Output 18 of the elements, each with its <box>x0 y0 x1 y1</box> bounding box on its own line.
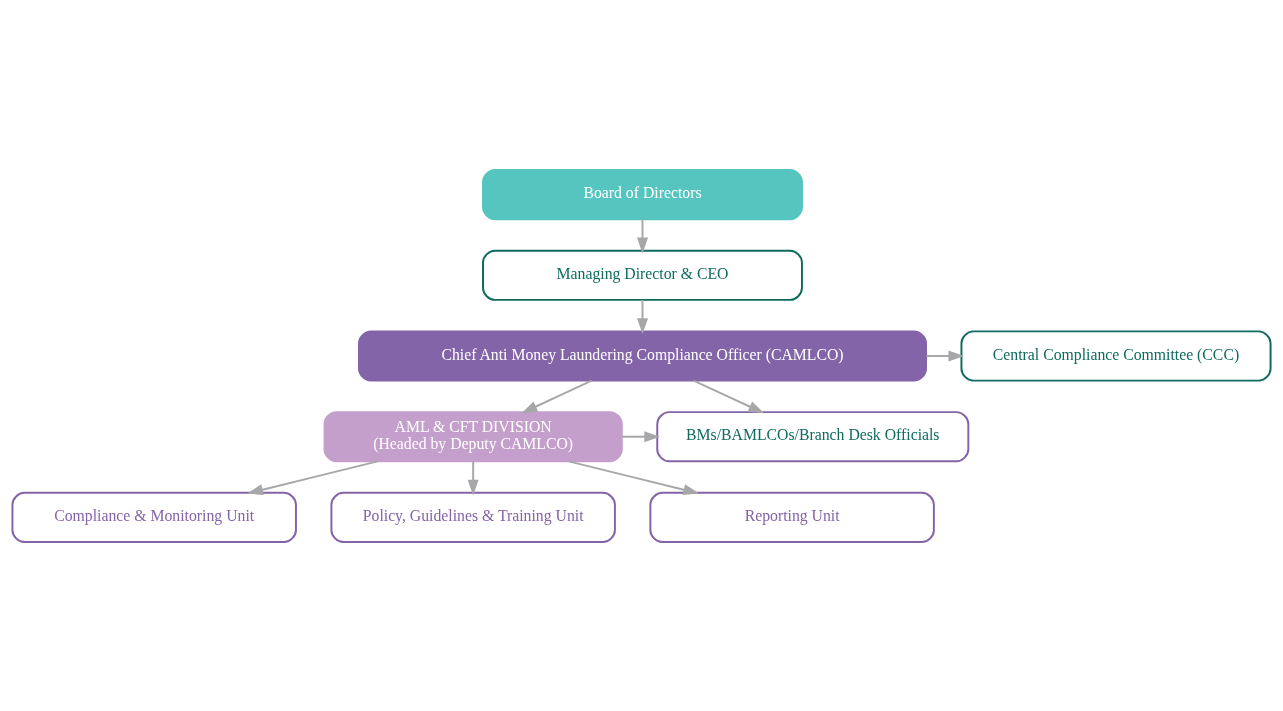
node-box: Compliance & Monitoring Unit <box>11 491 297 543</box>
arrow <box>636 217 648 253</box>
node-box: BMs/BAMLCOs/Branch Desk Officials <box>656 410 970 462</box>
node-box: Managing Director & CEO <box>482 249 803 301</box>
arrow <box>621 430 661 442</box>
arrow <box>467 459 479 496</box>
arrow <box>636 298 648 334</box>
arrow <box>925 350 965 361</box>
node-box: Central Compliance Committee (CCC) <box>960 329 1272 382</box>
node-box: Chief Anti Money Laundering Compliance Officer (CAMLCO) <box>357 329 927 382</box>
arrow <box>521 379 593 413</box>
arrow <box>692 379 765 413</box>
node-box: Board of Directors <box>482 168 803 220</box>
arrow <box>567 459 700 495</box>
node-box: Policy, Guidelines & Training Unit <box>330 491 616 543</box>
arrow <box>247 459 379 495</box>
node-box: AML & CFT DIVISION (Headed by Deputy CAMLCO) <box>323 410 623 462</box>
node-box: Reporting Unit <box>649 491 935 543</box>
